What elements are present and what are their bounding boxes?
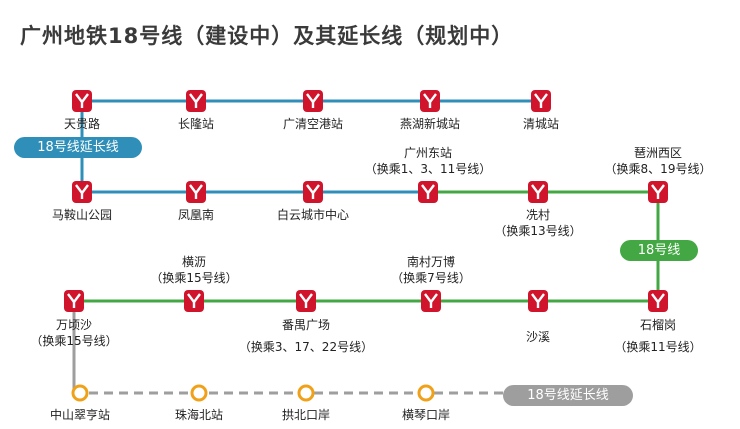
station-icon-guangqing (301, 88, 325, 114)
station-icon-gongbei (297, 384, 315, 402)
station-icon-guangzhoudong (416, 179, 440, 205)
page-title: 广州地铁18号线（建设中）及其延长线（规划中） (20, 24, 514, 48)
station-label: 珠海北站 (174, 408, 224, 422)
station-icon-hengli (182, 288, 206, 314)
station-label: 天贵路 (63, 117, 101, 131)
station-label: 白云城市中心 (276, 208, 350, 222)
station-icon-pazhouxi (646, 179, 670, 205)
station-label: 广州东站 (403, 146, 453, 160)
transfer-label: （换乘11号线） (614, 340, 702, 354)
ext-line-badge: 18号线延长线 (14, 137, 142, 158)
station-icon-hengqin (417, 384, 435, 402)
station-icon-wanqingsha (62, 288, 86, 314)
station-icon-fenghuangnan (184, 179, 208, 205)
station-label: 万顷沙 (55, 318, 93, 332)
station-icon-changlong (184, 88, 208, 114)
transfer-label: （换乘1、3、11号线） (364, 162, 492, 176)
station-label: 横沥 (181, 255, 207, 269)
transfer-label: （换乘15号线） (30, 334, 118, 348)
station-label: 沙溪 (525, 330, 551, 344)
station-label: 番禺广场 (281, 318, 331, 332)
station-label: 横琴口岸 (401, 408, 451, 422)
transfer-label: （换乘8、19号线） (604, 162, 712, 176)
station-label: 清城站 (522, 117, 560, 131)
station-label: 广清空港站 (282, 117, 344, 131)
station-label: 琶洲西区 (633, 146, 683, 160)
station-icon-maanshan (70, 179, 94, 205)
station-icon-yanhu (418, 88, 442, 114)
transfer-label: （换乘13号线） (494, 224, 582, 238)
station-icon-tianguilu (70, 88, 94, 114)
station-label: 石榴岗 (639, 318, 677, 332)
station-label: 冼村 (525, 208, 551, 222)
station-label: 长隆站 (177, 117, 215, 131)
station-label: 马鞍山公园 (51, 208, 113, 222)
station-icon-panyu (294, 288, 318, 314)
station-icon-zhongshan (71, 384, 89, 402)
transfer-label: （换乘7号线） (391, 271, 471, 285)
transfer-label: （换乘15号线） (150, 271, 238, 285)
station-label: 燕湖新城站 (399, 117, 461, 131)
station-icon-shaxi (526, 288, 550, 314)
station-icon-qingcheng (529, 88, 553, 114)
station-label: 凤凰南 (177, 208, 215, 222)
planned-ext-badge: 18号线延长线 (503, 385, 633, 406)
station-label: 拱北口岸 (281, 408, 331, 422)
station-label: 中山翠亨站 (49, 408, 111, 422)
transfer-label: （换乘3、17、22号线） (238, 340, 374, 354)
station-icon-xiancun (526, 179, 550, 205)
station-label: 南村万博 (406, 255, 456, 269)
station-icon-nancun (419, 288, 443, 314)
station-icon-baiyun (301, 179, 325, 205)
station-icon-zhuhaibei (190, 384, 208, 402)
line18-badge: 18号线 (620, 240, 698, 261)
station-icon-shiliugang (646, 288, 670, 314)
